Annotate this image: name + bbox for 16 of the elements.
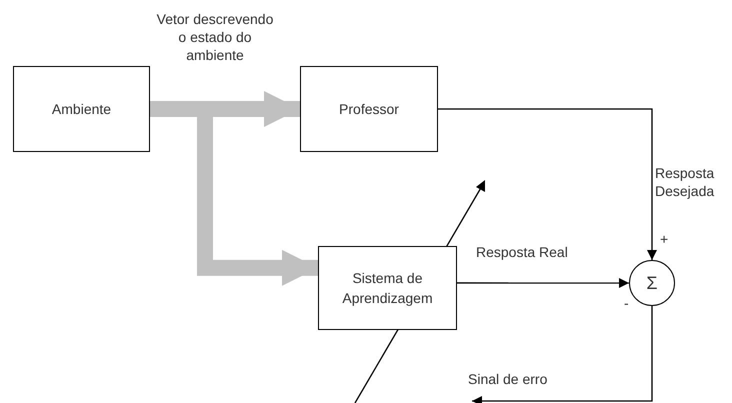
arrow [438,108,657,260]
process-box [318,246,457,330]
edge-label: Resposta Real [476,243,569,261]
sign-label: + [660,232,668,246]
sigma-symbol: Σ [646,273,658,293]
sign-label: - [624,296,629,310]
node-label: Professor [339,100,399,119]
node-label: Sistema de Aprendizagem [341,269,434,308]
process-box [13,66,150,152]
edge-label: Vetor descrevendo o estado do ambiente [156,10,274,64]
arrow [457,278,629,288]
edge-label: Resposta Desejada [655,164,716,200]
arrow [472,306,653,403]
edge-label: Sinal de erro [468,370,548,388]
node-label: Ambiente [52,100,112,119]
process-box [300,66,438,152]
